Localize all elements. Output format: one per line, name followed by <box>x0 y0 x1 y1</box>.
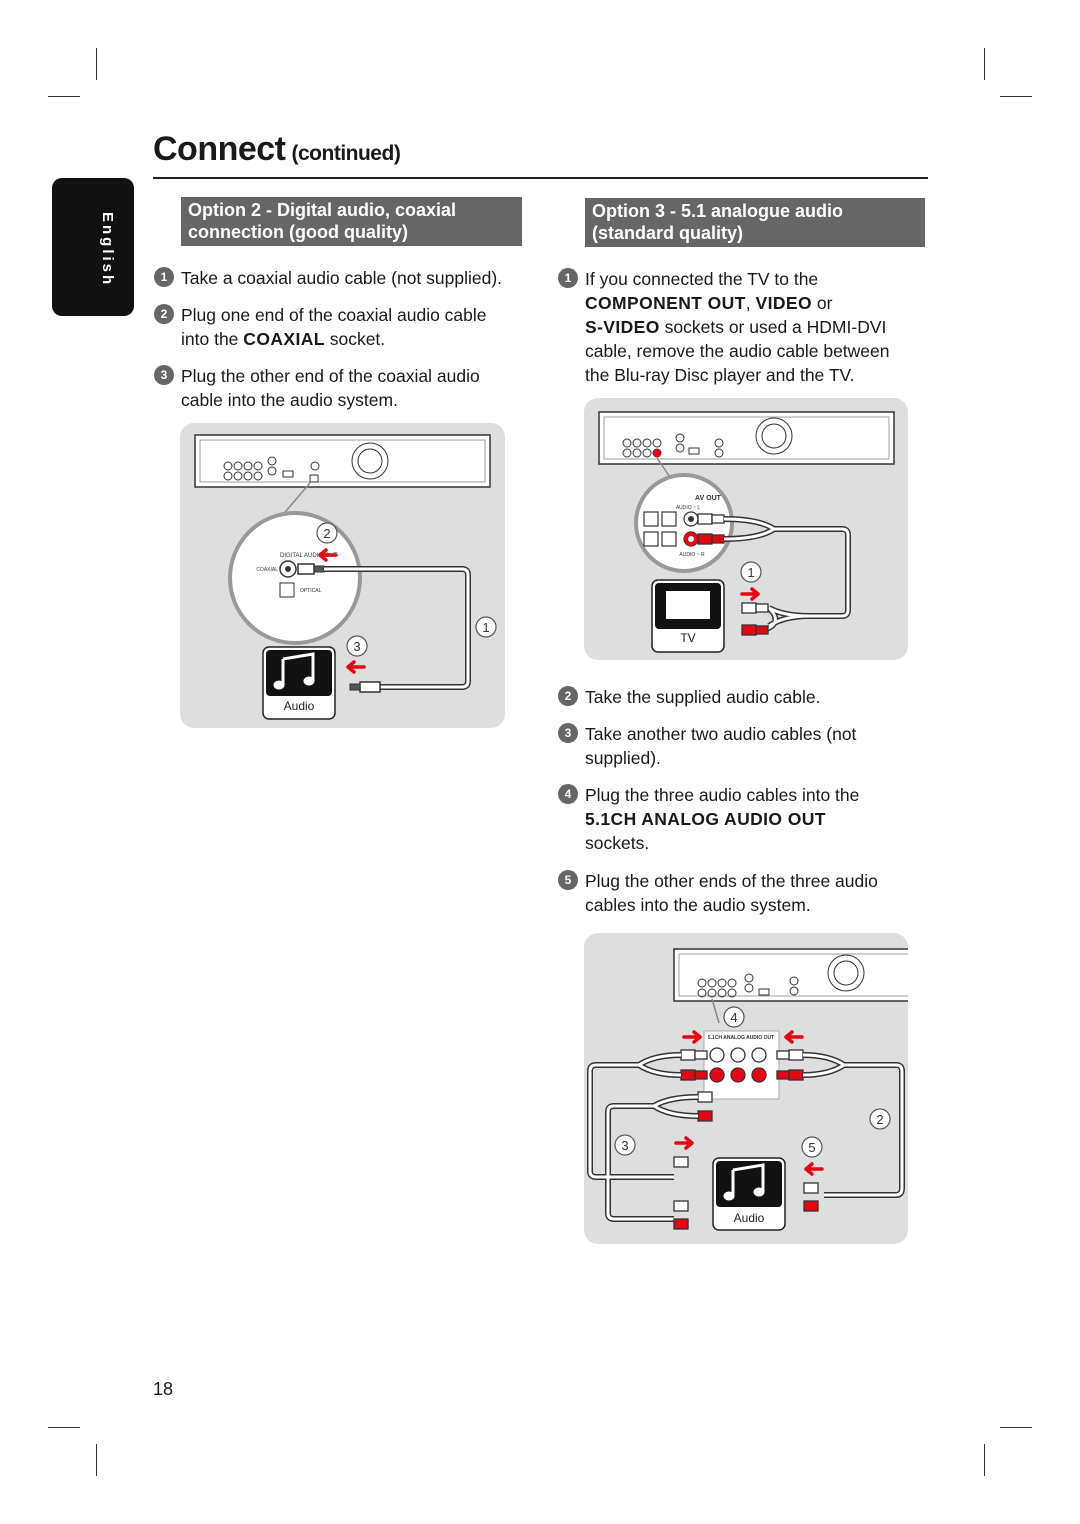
callout-number: 1 <box>747 565 754 580</box>
audio-device-label: Audio <box>284 699 315 713</box>
step-number: 2 <box>558 686 578 706</box>
music-note-icon <box>723 1163 765 1201</box>
option3-step-4: 4 Plug the three audio cables into the 5… <box>558 783 860 855</box>
step-number: 3 <box>558 723 578 743</box>
option3-step-5: 5 Plug the other ends of the three audio… <box>558 869 878 917</box>
callout-number: 2 <box>876 1112 883 1127</box>
step-text: socket. <box>324 329 386 349</box>
crop-mark <box>96 1444 97 1476</box>
option3-step-3: 3 Take another two audio cables (not sup… <box>558 722 857 770</box>
step-text-line: Plug the three audio cables into the <box>585 785 860 805</box>
diagram-text: OPTICAL <box>300 588 322 594</box>
analog-5-1-diagram: 4 5.1CH ANALOG AUDIO OUT <box>584 933 908 1244</box>
step-text: , <box>745 293 756 313</box>
crop-mark <box>1000 96 1032 97</box>
step-text-line: Take another two audio cables (not <box>585 724 857 744</box>
diagram-text: AV OUT <box>695 495 722 502</box>
step-text-line: cables into the audio system. <box>585 895 811 915</box>
crop-mark <box>984 1444 985 1476</box>
option2-step-3: 3 Plug the other end of the coaxial audi… <box>154 364 480 412</box>
language-tab-label: English <box>99 212 116 288</box>
step-text-line: cable, remove the audio cable between <box>585 341 890 361</box>
tv-audio-diagram: AV OUT AUDIO ~ L AUDIO ~ R 1 <box>584 398 908 660</box>
title-divider <box>153 177 928 179</box>
diagram-text: COAXIAL <box>256 567 278 573</box>
step-number: 5 <box>558 870 578 890</box>
step-text-line: Plug one end of the coaxial audio cable <box>181 305 487 325</box>
step-text: Take a coaxial audio cable (not supplied… <box>181 268 503 288</box>
title-subtitle: (continued) <box>291 142 401 165</box>
music-note-icon <box>273 652 315 690</box>
page-title: Connect(continued) <box>153 132 928 166</box>
step-text: sockets or used a HDMI-DVI <box>659 317 887 337</box>
callout-number: 5 <box>808 1140 815 1155</box>
coaxial-connection-diagram: DIGITAL AUDIO OUT COAXIAL OPTICAL 2 1 3 <box>180 423 505 728</box>
video-label: VIDEO <box>755 293 812 313</box>
step-number: 2 <box>154 304 174 324</box>
step-text-line: cable into the audio system. <box>181 390 398 410</box>
option2-heading: Option 2 - Digital audio, coaxial connec… <box>181 197 522 246</box>
s-video-label: S-VIDEO <box>585 317 660 337</box>
tv-device-label: TV <box>680 631 695 645</box>
option2-heading-line2: connection (good quality) <box>188 222 408 242</box>
step-number: 1 <box>154 267 174 287</box>
analog-51-diagram-svg: 4 5.1CH ANALOG AUDIO OUT <box>587 948 908 1231</box>
step-text-line: If you connected the TV to the <box>585 269 819 289</box>
step-text-line: Plug the other ends of the three audio <box>585 871 878 891</box>
step-number: 1 <box>558 268 578 288</box>
option3-heading-line2: (standard quality) <box>592 223 744 243</box>
option3-step-2: 2 Take the supplied audio cable. <box>558 685 821 709</box>
crop-mark <box>48 96 80 97</box>
language-tab <box>52 178 134 316</box>
crop-mark <box>96 48 97 80</box>
crop-mark <box>1000 1427 1032 1428</box>
tv-diagram-svg: AV OUT AUDIO ~ L AUDIO ~ R 1 <box>598 411 895 653</box>
crop-mark <box>984 48 985 80</box>
callout-number: 3 <box>353 639 360 654</box>
option3-heading: Option 3 - 5.1 analogue audio (standard … <box>585 198 925 247</box>
step-text-line: the Blu-ray Disc player and the TV. <box>585 365 855 385</box>
option2-step-1: 1 Take a coaxial audio cable (not suppli… <box>154 266 503 290</box>
option2-step-2: 2 Plug one end of the coaxial audio cabl… <box>154 303 487 351</box>
step-text-line: Plug the other end of the coaxial audio <box>181 366 480 386</box>
component-out-label: COMPONENT OUT <box>585 293 746 313</box>
callout-number: 1 <box>482 620 489 635</box>
step-text-line: supplied). <box>585 748 661 768</box>
step-text: Take the supplied audio cable. <box>585 687 821 707</box>
option2-heading-line1: Option 2 - Digital audio, coaxial <box>188 200 457 220</box>
audio-device-label: Audio <box>734 1211 765 1225</box>
callout-number: 4 <box>730 1010 737 1025</box>
diagram-text: AUDIO ~ R <box>679 552 705 558</box>
step-text: or <box>811 293 833 313</box>
callout-number: 2 <box>323 526 330 541</box>
diagram-text: 5.1CH ANALOG AUDIO OUT <box>708 1035 774 1041</box>
diagram-text: DIGITAL AUDIO OUT <box>280 553 338 559</box>
step-text: into the <box>181 329 244 349</box>
step-number: 4 <box>558 784 578 804</box>
analog-audio-out-label: 5.1CH ANALOG AUDIO OUT <box>585 809 826 829</box>
callout-number: 3 <box>621 1138 628 1153</box>
crop-mark <box>48 1427 80 1428</box>
coaxial-socket-label: COAXIAL <box>243 329 325 349</box>
page-number: 18 <box>153 1379 174 1399</box>
option3-step-1: 1 If you connected the TV to the COMPONE… <box>558 267 890 387</box>
title-main: Connect <box>153 130 286 168</box>
option3-heading-line1: Option 3 - 5.1 analogue audio <box>592 201 844 221</box>
diagram-text: AUDIO ~ L <box>676 505 701 511</box>
coaxial-diagram-svg: DIGITAL AUDIO OUT COAXIAL OPTICAL 2 1 3 <box>194 434 497 720</box>
step-number: 3 <box>154 365 174 385</box>
step-text-line: sockets. <box>585 833 650 853</box>
